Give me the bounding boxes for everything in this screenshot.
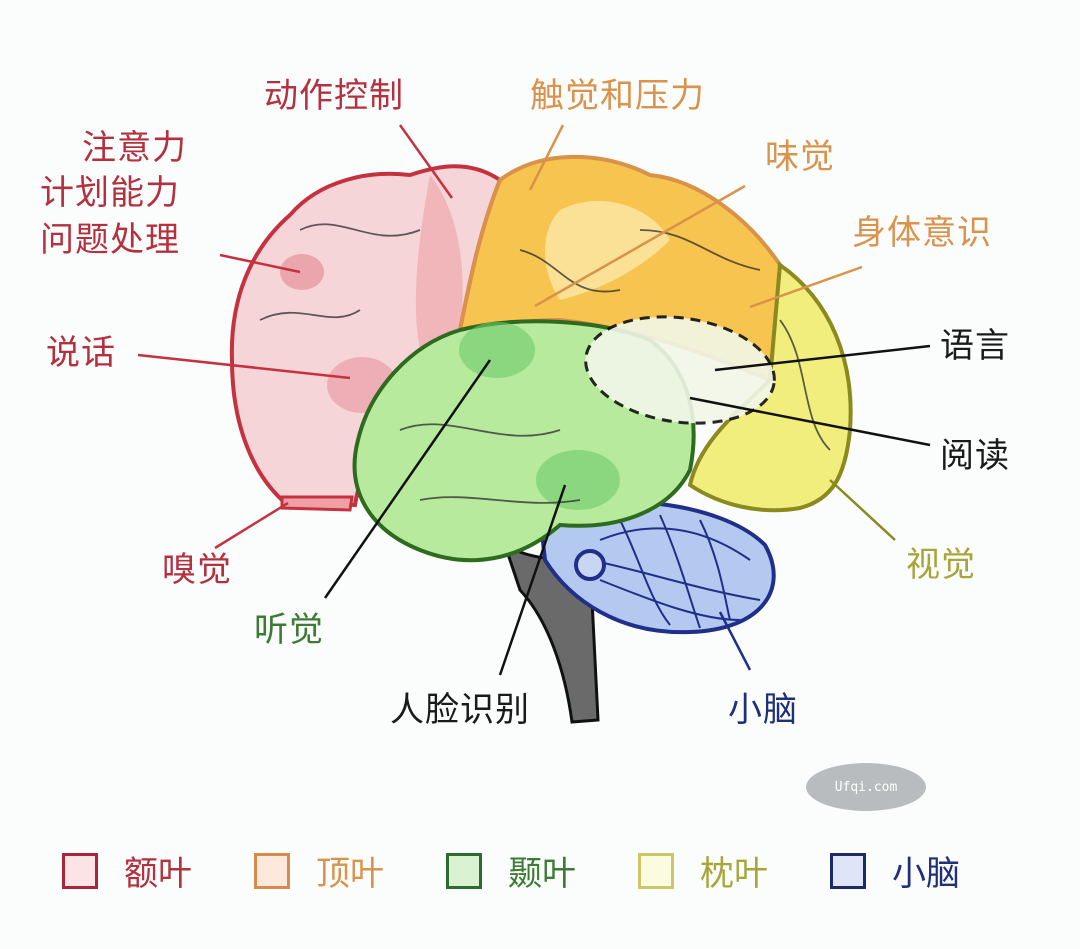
leader-taste: [534, 184, 746, 308]
label-language: 语言: [940, 326, 1010, 366]
label-body-awareness: 身体意识: [852, 213, 992, 253]
legend-item-parietal: 顶叶: [254, 846, 384, 895]
legend-item-occipital: 枕叶: [638, 846, 768, 895]
label-smell: 嗅觉: [162, 550, 232, 590]
legend-swatch-frontal: [62, 852, 98, 889]
label-cerebellum: 小脑: [728, 690, 798, 730]
legend-item-temporal: 颞叶: [446, 846, 576, 895]
watermark: Ufqi.com: [806, 763, 926, 811]
leader-language: [714, 344, 931, 372]
label-problem-solving: 问题处理: [40, 220, 180, 260]
legend-swatch-temporal: [446, 852, 482, 889]
language-reading-area: [584, 315, 776, 425]
leader-smell: [214, 501, 289, 550]
label-motor-control: 动作控制: [264, 76, 404, 116]
legend-swatch-parietal: [254, 852, 290, 889]
label-planning: 计划能力: [40, 173, 180, 213]
leader-motor-control: [398, 124, 454, 199]
leader-face: [498, 484, 567, 676]
label-taste: 味觉: [765, 137, 835, 177]
legend-label: 小脑: [892, 854, 960, 894]
leader-speech: [137, 353, 351, 380]
legend-label: 枕叶: [700, 854, 768, 894]
legend-label: 额叶: [124, 854, 192, 894]
legend-label: 颞叶: [508, 854, 576, 894]
leader-touch: [528, 124, 565, 191]
label-attention: 注意力: [82, 128, 187, 168]
legend-swatch-occipital: [638, 852, 674, 889]
leader-hearing: [323, 359, 492, 599]
label-speech: 说话: [46, 333, 116, 373]
legend-swatch-cerebellum: [830, 852, 866, 889]
label-touch-pressure: 触觉和压力: [530, 76, 705, 116]
legend-item-frontal: 额叶: [62, 846, 192, 895]
legend: 额叶 顶叶 颞叶 枕叶 小脑: [62, 846, 1022, 895]
leader-vision: [829, 479, 896, 541]
label-face-recognition: 人脸识别: [390, 690, 530, 730]
label-reading: 阅读: [940, 436, 1010, 476]
legend-label: 顶叶: [316, 854, 384, 894]
leader-reading: [689, 396, 931, 447]
leader-cerebellum: [718, 611, 752, 671]
leader-body: [749, 265, 863, 309]
label-hearing: 听觉: [254, 610, 324, 650]
leader-attention: [219, 253, 301, 274]
label-vision: 视觉: [906, 545, 976, 585]
legend-item-cerebellum: 小脑: [830, 846, 960, 895]
